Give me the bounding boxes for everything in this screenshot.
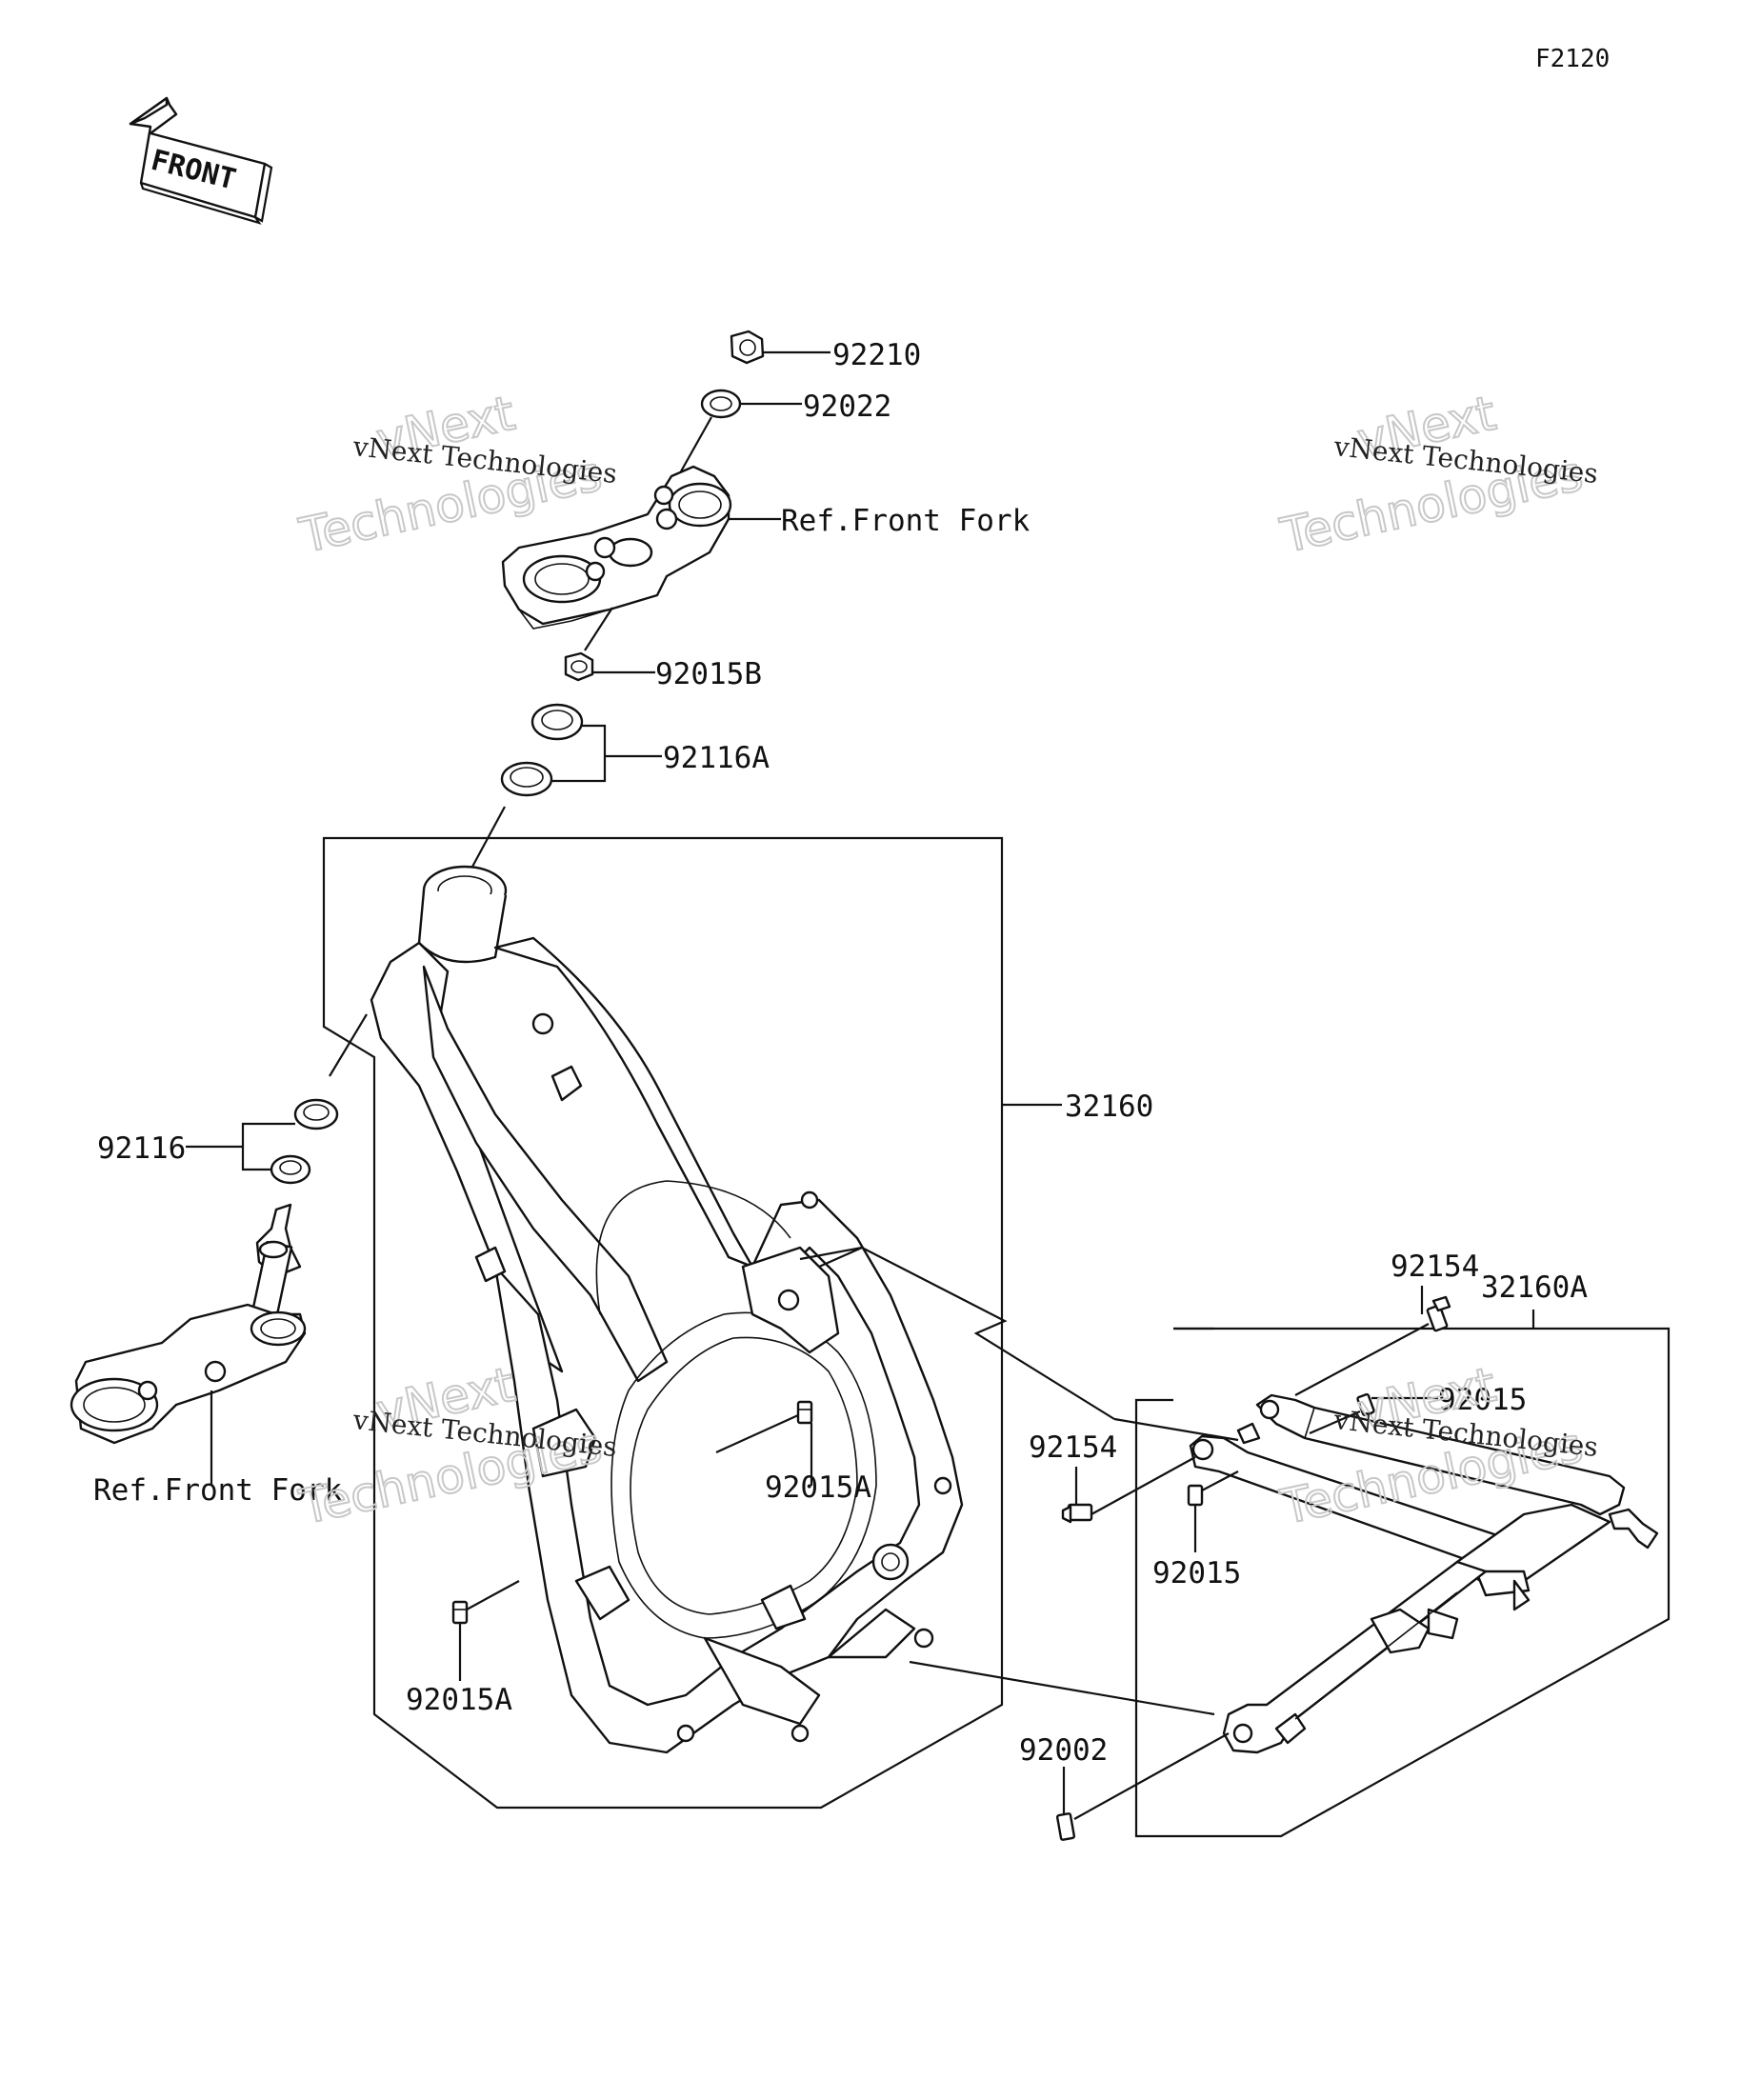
watermark-top-right: vNext Technologies vNext Technologies <box>1274 385 1599 565</box>
subframe-group-bracket <box>1134 1327 1671 1838</box>
part-label-92015-mid: 92015 <box>1152 1556 1241 1590</box>
bearing-92116-icon <box>270 1098 339 1185</box>
part-label-ref-front-fork-upper: Ref.Front Fork <box>781 504 1031 538</box>
part-label-32160: 32160 <box>1065 1090 1153 1124</box>
part-label-92022: 92022 <box>803 390 891 424</box>
upper-triple-clamp-icon <box>501 465 732 630</box>
part-label-92154-top: 92154 <box>1391 1250 1479 1284</box>
part-label-92015A-low: 92015A <box>406 1683 512 1717</box>
bolt-92015A-low-icon <box>451 1600 469 1625</box>
part-label-92002: 92002 <box>1019 1733 1108 1768</box>
bolt-92015A-center-icon <box>796 1400 813 1425</box>
bolt-92015-mid-icon <box>1187 1484 1204 1507</box>
frame-group-bracket <box>322 836 1004 1810</box>
part-label-92116A: 92116A <box>663 741 770 775</box>
part-label-92015B: 92015B <box>655 657 762 691</box>
bolt-92015-right-icon <box>1356 1392 1375 1417</box>
part-label-32160A: 32160A <box>1481 1270 1588 1305</box>
washer-92022-icon <box>700 389 742 419</box>
part-label-92015-right: 92015 <box>1438 1383 1527 1417</box>
bolt-92002-icon <box>1055 1812 1076 1841</box>
diagram-code: F2120 <box>1535 45 1610 73</box>
front-direction-arrow-icon: FRONT <box>129 96 273 225</box>
part-label-92116: 92116 <box>97 1131 186 1166</box>
bolt-92154-top-icon <box>1426 1295 1451 1332</box>
bolt-92154-left-icon <box>1061 1503 1093 1524</box>
part-label-92210: 92210 <box>832 338 921 372</box>
main-frame-icon <box>370 865 964 1754</box>
lower-triple-clamp-stem-icon <box>70 1203 307 1445</box>
nut-92015B-icon <box>564 651 594 682</box>
part-label-ref-front-fork-lower: Ref.Front Fork <box>93 1473 343 1508</box>
subframe-icon <box>1189 1393 1659 1754</box>
part-label-92015A-center: 92015A <box>765 1470 871 1505</box>
bearing-92116A-icon <box>500 703 584 797</box>
nut-92210-icon <box>730 330 765 365</box>
part-label-92154-left: 92154 <box>1029 1430 1117 1465</box>
